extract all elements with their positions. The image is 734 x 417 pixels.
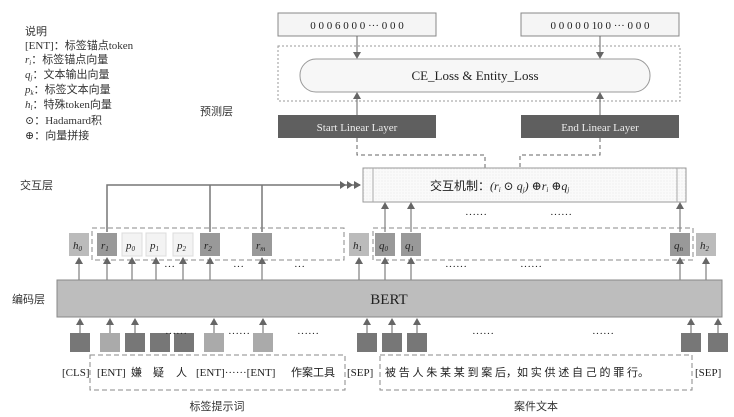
legend-title: 说明 (25, 24, 47, 38)
loss-group (277, 45, 681, 102)
vector-cell (145, 232, 167, 257)
prompt-vector-group (91, 227, 345, 261)
prompt-token-group (89, 354, 346, 391)
token-sep: [SEP] (695, 367, 721, 379)
legend-item: [ENT]：标签锚点token (25, 38, 134, 52)
input-embedding (681, 333, 701, 352)
vector-cell (97, 233, 117, 256)
legend-item: ri：标签锚点向量 (25, 52, 108, 67)
input-embedding-row (70, 318, 728, 352)
input-embedding (70, 333, 90, 352)
prompt-caption: 标签提示词 (190, 399, 245, 413)
start-label-sequence: 0 0 0 6 0 0 0 ··· 0 0 0 (310, 20, 404, 32)
vector-row: h0 r1 p0 p1 p2 r2 rm h1 q0 q1 qn h2 (69, 232, 716, 280)
text-token-group (379, 354, 693, 391)
interact-layer-label: 交互层 (20, 178, 53, 192)
input-embedding (357, 333, 377, 352)
vector-cell (172, 232, 194, 257)
input-embedding (204, 333, 224, 352)
interaction-formula: 交互机制：(ri ⊙ qj) ⊕ri ⊕qj (430, 178, 569, 194)
input-embedding (708, 333, 728, 352)
input-embedding (125, 333, 145, 352)
ellipsis: ······ (165, 328, 187, 340)
ellipsis: ··· (164, 261, 175, 273)
token-ent: [ENT] (97, 367, 126, 379)
vector-label: r2 (204, 240, 212, 253)
end-linear-layer (521, 115, 679, 138)
token-char: 嫌 (131, 365, 142, 379)
input-embedding (253, 333, 273, 352)
vector-cell (252, 233, 272, 256)
vector-label: p1 (149, 240, 159, 253)
vector-cell (349, 233, 369, 256)
vector-label: q0 (379, 240, 389, 253)
vector-cell (401, 233, 421, 256)
end-label-sequence: 0 0 0 0 0 10 0 ··· 0 0 0 (551, 20, 650, 32)
text-vector-group (372, 227, 694, 261)
ellipsis: ··· (233, 261, 244, 273)
ellipsis: ······ (297, 328, 319, 340)
vector-label: p2 (176, 240, 187, 253)
ellipsis: ······ (472, 328, 494, 340)
input-embedding (150, 333, 170, 352)
loss-label: CE_Loss & Entity_Loss (411, 68, 538, 83)
token-tool: 作案工具 (291, 365, 335, 379)
input-embedding (382, 333, 402, 352)
ellipsis: ······ (520, 261, 542, 273)
vector-cell (696, 233, 716, 256)
vector-label: r1 (101, 240, 109, 253)
token-char: 人 (176, 366, 187, 379)
bert-encoder (56, 279, 723, 318)
legend-item: qj：文本输出向量 (25, 67, 109, 82)
input-embedding (407, 333, 427, 352)
vector-cell (69, 233, 89, 256)
predict-layer-label: 预测层 (200, 105, 233, 118)
token-sep: [SEP] (347, 367, 373, 379)
vector-cell (121, 232, 143, 257)
vector-label: h2 (700, 240, 710, 253)
legend-item: ⊙：Hadamard积 (25, 114, 102, 127)
token-char: 疑 (153, 366, 164, 379)
vector-label: q1 (405, 240, 414, 253)
ellipsis: ······ (592, 328, 614, 340)
vector-label: h0 (73, 240, 83, 253)
encode-layer-label: 编码层 (12, 292, 45, 306)
input-embedding (100, 333, 120, 352)
vector-cell (200, 233, 220, 256)
end-linear-label: End Linear Layer (561, 122, 639, 134)
legend: 说明 [ENT]：标签锚点token ri：标签锚点向量 qj：文本输出向量 p… (24, 24, 134, 142)
ellipsis: ······ (228, 328, 250, 340)
legend-item: hl：特殊token向量 (25, 97, 112, 112)
start-linear-layer (278, 115, 436, 138)
token-cls: [CLS] (62, 367, 90, 379)
case-caption: 案件文本 (514, 399, 558, 413)
vector-label: p0 (125, 240, 136, 253)
ellipsis: ······ (445, 261, 467, 273)
interaction-box (362, 167, 687, 203)
vector-cell (670, 233, 690, 256)
vector-label: h1 (353, 240, 362, 253)
vector-label: qn (674, 240, 684, 253)
ellipsis: ······ (550, 209, 572, 221)
loss-box (299, 58, 651, 93)
legend-item: pk：标签文本向量 (24, 82, 111, 97)
vector-cell (375, 233, 395, 256)
bert-label: BERT (370, 292, 407, 308)
ellipsis: ······ (465, 209, 487, 221)
ellipsis: ··· (294, 261, 305, 273)
legend-item: ⊕：向量拼接 (25, 128, 89, 142)
token-ent-range: [ENT]······[ENT] (196, 367, 275, 379)
input-embedding (174, 333, 194, 352)
case-text: 被 告 人 朱 某 某 到 案 后，如 实 供 述 自 己 的 罪 行。 (385, 365, 649, 379)
start-linear-label: Start Linear Layer (317, 122, 398, 134)
vector-label: rm (256, 240, 265, 253)
